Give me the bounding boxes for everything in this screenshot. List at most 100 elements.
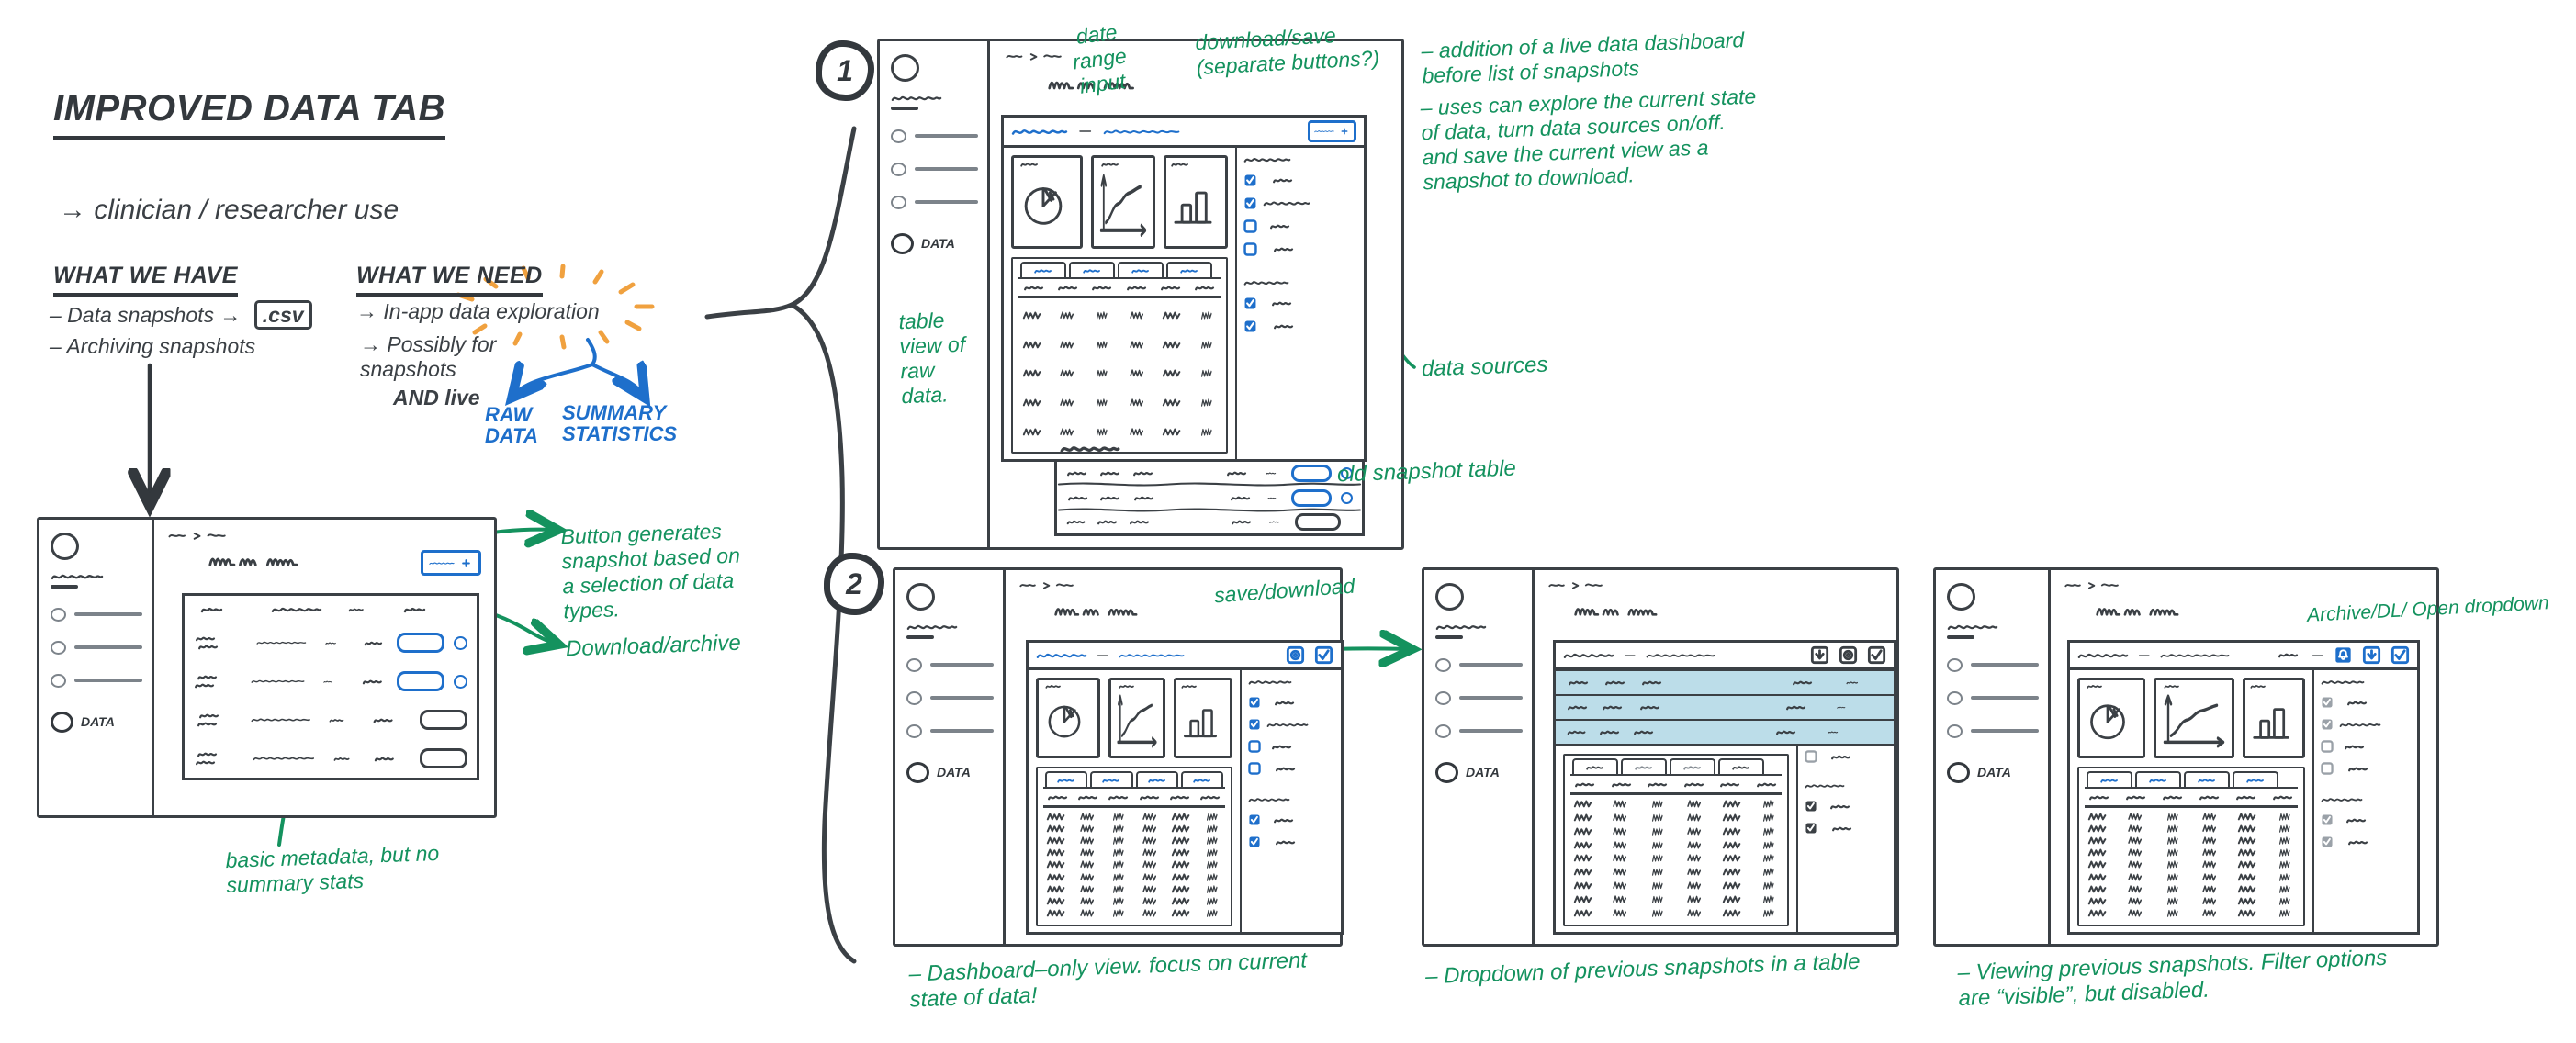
date-range-end-input[interactable] [1103,127,1180,137]
sidebar-item-2[interactable] [51,640,142,655]
avatar[interactable] [51,533,79,560]
old-snapshot-row[interactable] [1057,462,1362,487]
filter-toggle[interactable] [1248,836,1336,848]
dropdown-checkbox-button[interactable] [1867,645,1886,665]
data-source-toggle[interactable] [1248,762,1336,775]
snapshot-row[interactable] [185,739,477,778]
data-source-toggle-disabled[interactable] [2321,740,2413,753]
data-source-toggle[interactable] [1805,750,1889,763]
download-icon-button[interactable] [2362,645,2381,665]
sidebar-item-data[interactable]: DATA [1947,761,2039,783]
tab-3[interactable] [1670,758,1715,774]
sidebar-item-1[interactable] [1947,657,2039,672]
date-range-end-input[interactable] [1119,651,1185,660]
sidebar-item-2[interactable] [906,690,994,705]
snapshot-radio[interactable] [454,674,467,689]
date-range-start-input[interactable] [1036,651,1087,660]
sidebar-item-data[interactable]: DATA [906,761,994,783]
tab-3[interactable] [2184,771,2230,787]
dropdown-snapshot-row[interactable] [1556,696,1894,721]
snapshot-radio[interactable] [1341,467,1353,479]
tab-4[interactable] [1166,262,1212,277]
snapshot-pill[interactable] [1291,488,1332,507]
sidebar-item-data[interactable]: DATA [51,711,142,733]
sidebar-item-3[interactable] [51,673,142,688]
snapshot-action-pill[interactable] [420,748,468,768]
old-snapshot-row[interactable] [1057,485,1362,512]
tab-2[interactable] [1090,771,1133,787]
line-chart-card[interactable] [1091,155,1155,249]
old-snapshot-row[interactable] [1057,510,1362,533]
save-icon-button[interactable] [1286,645,1305,665]
snapshot-action-pill[interactable] [419,710,467,730]
tab-2[interactable] [1069,262,1115,277]
bar-chart-card[interactable] [2243,678,2305,758]
filter-toggle-disabled[interactable] [2321,813,2413,826]
data-source-toggle[interactable] [1243,174,1359,187]
snapshot-row[interactable] [185,662,477,701]
data-source-toggle-disabled[interactable] [2321,696,2413,709]
sidebar-item-1[interactable] [906,657,994,672]
tab-4[interactable] [1718,758,1764,774]
snapshot-row[interactable] [185,623,477,662]
data-source-toggle[interactable] [1248,696,1336,709]
tab-2[interactable] [1621,758,1667,774]
sidebar-item-2[interactable] [1435,690,1523,705]
generate-snapshot-button[interactable] [421,550,481,576]
filter-toggle[interactable] [1243,320,1359,333]
snapshot-row[interactable] [185,701,477,739]
sidebar-item-3[interactable] [891,195,978,209]
date-range-start-input[interactable] [1563,651,1614,660]
line-chart-card[interactable] [1108,678,1165,758]
sidebar-item-2[interactable] [1947,690,2039,705]
snapshot-radio[interactable] [1341,491,1353,504]
snapshot-pill[interactable] [1295,512,1341,531]
sidebar-item-1[interactable] [891,129,978,143]
data-source-toggle[interactable] [1243,242,1359,256]
data-source-toggle-disabled[interactable] [2321,718,2413,731]
data-source-toggle[interactable] [1248,740,1336,753]
line-chart-card[interactable] [2154,678,2234,758]
pie-chart-card[interactable] [2077,678,2145,758]
date-range-start-input-disabled[interactable] [2077,651,2129,660]
sidebar-item-1[interactable] [1435,657,1523,672]
dropdown-snapshot-row[interactable] [1556,671,1894,696]
tab-2[interactable] [2135,771,2181,787]
snapshot-action-pill[interactable] [397,633,444,653]
sidebar-item-3[interactable] [1947,723,2039,738]
date-range-end-input[interactable] [1646,651,1715,660]
snapshot-action-pill[interactable] [397,671,444,691]
tab-4[interactable] [2233,771,2278,787]
filter-toggle[interactable] [1243,297,1359,310]
date-range-end-input-disabled[interactable] [2160,651,2230,660]
avatar[interactable] [891,54,919,82]
snapshot-pill[interactable] [1291,465,1332,482]
archive-icon-button[interactable] [2334,645,2353,665]
data-source-toggle[interactable] [1243,196,1359,210]
data-source-toggle[interactable] [1243,219,1359,233]
filter-toggle[interactable] [1805,800,1889,813]
pie-chart-card[interactable] [1036,678,1100,758]
avatar[interactable] [1435,583,1464,611]
dropdown-checkbox-button[interactable] [2390,645,2410,665]
sidebar-item-data[interactable]: DATA [1435,761,1523,783]
tab-1[interactable] [1045,771,1088,787]
dropdown-snapshot-row[interactable] [1556,721,1894,744]
filter-toggle[interactable] [1248,813,1336,826]
tab-3[interactable] [1118,262,1164,277]
tab-1[interactable] [1572,758,1618,774]
filter-toggle[interactable] [1805,822,1889,835]
avatar[interactable] [906,583,935,611]
data-source-toggle-disabled[interactable] [2321,762,2413,775]
filter-toggle-disabled[interactable] [2321,836,2413,848]
download-icon-button[interactable] [1810,645,1829,665]
sidebar-item-1[interactable] [51,607,142,622]
sidebar-item-3[interactable] [1435,723,1523,738]
avatar[interactable] [1947,583,1975,611]
sidebar-item-3[interactable] [906,723,994,738]
tab-1[interactable] [1020,262,1066,277]
snapshot-radio[interactable] [454,635,467,650]
download-save-button[interactable] [1308,120,1356,142]
tab-3[interactable] [1135,771,1178,787]
save-icon-button[interactable] [1839,645,1858,665]
